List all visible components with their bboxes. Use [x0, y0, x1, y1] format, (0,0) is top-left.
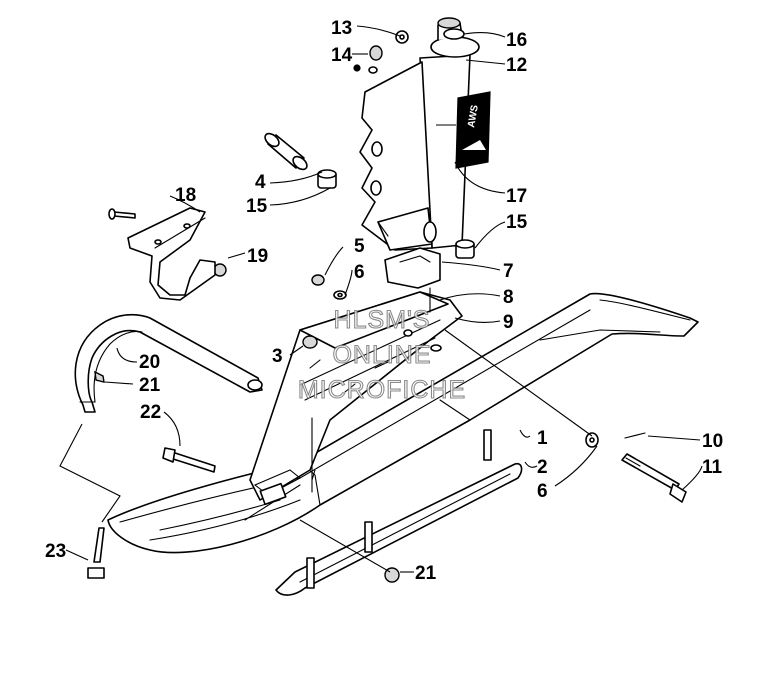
- callout-20: 20: [139, 352, 160, 373]
- callout-labels: 13 16 14 12 4 15 17 18 15 19 5 6 7 8 9 3…: [45, 18, 723, 584]
- cap-16: [443, 28, 465, 40]
- nut-21-loop: [94, 370, 105, 383]
- nut-5: [311, 274, 325, 286]
- callout-2: 2: [537, 457, 548, 478]
- callout-4: 4: [255, 172, 266, 193]
- nut-3: [302, 335, 318, 349]
- watermark-line-1: HLSM'S: [334, 306, 431, 334]
- callout-15-right: 15: [506, 212, 528, 233]
- washer-6-top: [333, 290, 347, 300]
- watermark-line-3: MICROFICHE: [298, 376, 466, 404]
- watermark: HLSM'S ONLINE MICROFICHE: [297, 305, 466, 404]
- callout-7: 7: [503, 261, 514, 282]
- washer-13: [395, 30, 409, 44]
- spacer-15-left: [317, 169, 337, 189]
- nut-19: [213, 263, 227, 277]
- callout-3: 3: [272, 346, 283, 367]
- decal-label: AWS: [466, 104, 481, 129]
- leader-lines: [59, 25, 703, 573]
- callout-17: 17: [506, 186, 527, 207]
- bolt-11: [621, 453, 687, 503]
- callout-19: 19: [247, 246, 268, 267]
- spacer-15-right: [455, 239, 475, 259]
- callout-5: 5: [354, 236, 365, 257]
- nut-14: [369, 45, 383, 61]
- callout-21-bottom: 21: [415, 563, 437, 584]
- spindle-strut: AWS: [359, 17, 491, 251]
- callout-9: 9: [503, 312, 514, 333]
- callout-14: 14: [331, 45, 353, 66]
- bolt-23: [87, 527, 105, 579]
- cotter-pin-14: [353, 64, 361, 72]
- callout-13: 13: [331, 18, 352, 39]
- callout-21-loop: 21: [139, 375, 161, 396]
- callout-10: 10: [702, 431, 723, 452]
- callout-23: 23: [45, 541, 66, 562]
- washer-6-bottom: [585, 432, 599, 448]
- wear-bar: [275, 429, 523, 596]
- callout-11: 11: [702, 457, 723, 478]
- callout-15-left: 15: [246, 196, 268, 217]
- cotter-pin-10: [624, 432, 646, 439]
- callout-18: 18: [175, 185, 196, 206]
- watermark-line-2: ONLINE: [332, 341, 431, 369]
- loop-handle-20: [74, 313, 263, 413]
- callout-6-bottom: 6: [537, 481, 548, 502]
- bolt-22: [162, 447, 216, 473]
- bracket-18: [127, 207, 216, 301]
- bolt-18: [108, 208, 136, 220]
- callout-16: 16: [506, 30, 527, 51]
- callout-22: 22: [140, 402, 161, 423]
- callout-8: 8: [503, 287, 514, 308]
- callout-6-top: 6: [354, 262, 365, 283]
- bumper-7: [384, 247, 441, 313]
- bushing-4: [264, 132, 308, 171]
- callout-12: 12: [506, 55, 527, 76]
- callout-1: 1: [537, 428, 548, 449]
